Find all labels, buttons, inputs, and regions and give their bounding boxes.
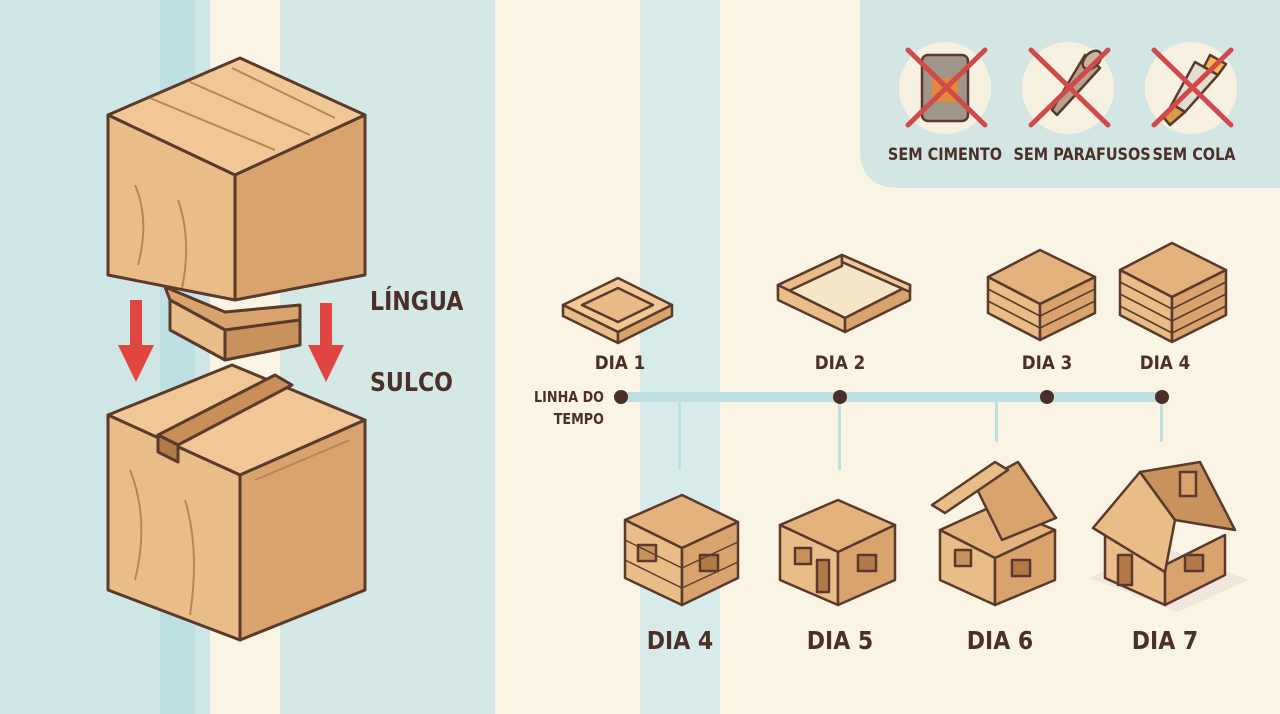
- day-label-bottom-3: DIA 6: [966, 626, 1034, 655]
- stage-dia1-frame: [561, 276, 674, 345]
- day-label-bottom-1: DIA 4: [646, 626, 714, 655]
- down-arrow-right: [308, 303, 344, 382]
- groove-label: SULCO: [370, 368, 453, 398]
- day-label-bottom-4: DIA 7: [1131, 626, 1199, 655]
- down-arrow-left: [118, 300, 154, 382]
- stage-dia7-house: [1090, 460, 1248, 612]
- day-label-bottom-2: DIA 5: [806, 626, 874, 655]
- stage-dia4-walls: [623, 493, 740, 607]
- day-label-top-1: DIA 1: [594, 352, 646, 374]
- stage-dia4-box: [1118, 241, 1228, 344]
- tongue-block-grain: [134, 67, 336, 289]
- day-label-top-2: DIA 2: [814, 352, 866, 374]
- cement-bag-icon: [899, 42, 991, 134]
- timeline-label-line2: TEMPO: [553, 410, 604, 428]
- groove-block: [106, 363, 367, 642]
- stage-dia3-box: [986, 248, 1097, 342]
- tongue-label: LÍNGUA: [370, 287, 464, 317]
- timeline: [614, 390, 1169, 470]
- day-label-top-3: DIA 3: [1021, 352, 1073, 374]
- no-screws-label: SEM PARAFUSOS: [1013, 145, 1151, 165]
- no-cement-label: SEM CIMENTO: [887, 145, 1003, 165]
- stage-dia2-frame: [776, 253, 912, 334]
- stage-dia5-walls: [778, 498, 897, 607]
- timeline-label-line1: LINHA DO: [534, 388, 604, 406]
- timeline-label: LINHA DO TEMPO: [516, 386, 604, 430]
- stage-dia6-roof: [930, 460, 1058, 607]
- groove-block-grain: [129, 439, 351, 616]
- day-label-top-4: DIA 4: [1139, 352, 1191, 374]
- glue-tube-icon: [1145, 42, 1237, 134]
- no-glue-label: SEM COLA: [1152, 145, 1236, 165]
- screw-icon: [1022, 42, 1114, 134]
